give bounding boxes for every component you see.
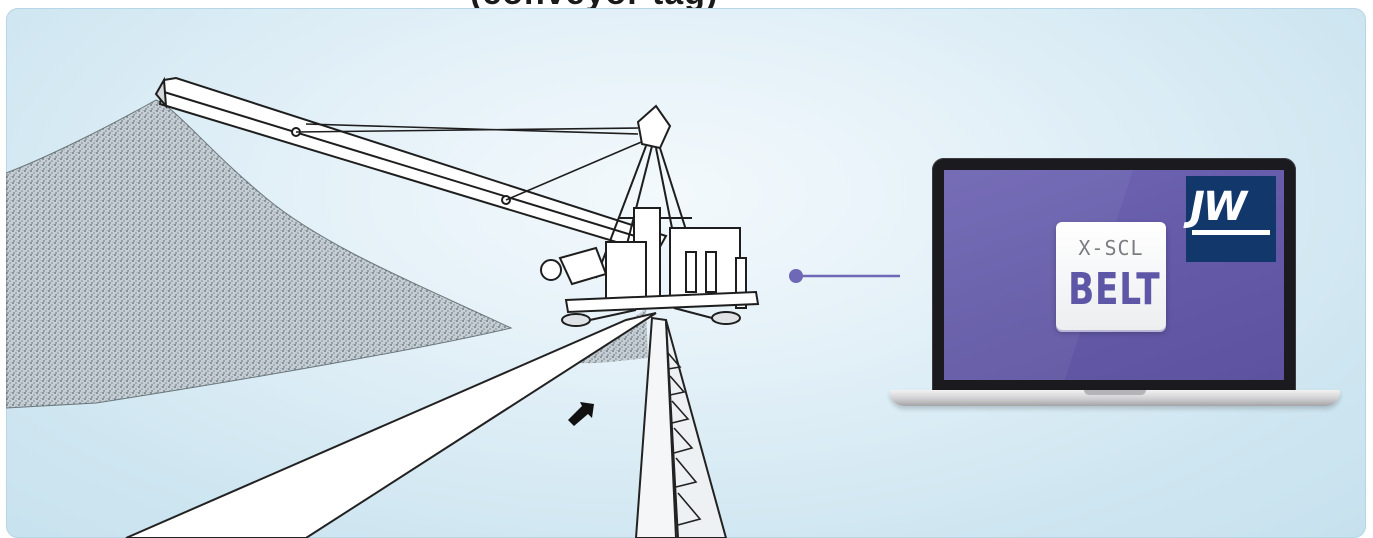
jw-logo-bar — [1192, 230, 1270, 235]
gravel-stockpile — [6, 100, 511, 408]
laptop: X-SCL BELT JW — [890, 158, 1340, 418]
laptop-screen: X-SCL BELT JW — [944, 170, 1284, 380]
jw-logo-text: JW — [1190, 184, 1276, 230]
jw-logo: JW — [1186, 176, 1276, 262]
app-tile-line2: BELT — [1068, 264, 1154, 315]
link-connector — [789, 269, 900, 283]
arrow-icon — [566, 400, 602, 428]
laptop-notch — [1084, 390, 1146, 395]
laptop-screen-bezel: X-SCL BELT JW — [932, 158, 1296, 392]
illustration-panel: X-SCL BELT JW — [6, 8, 1366, 538]
app-tile-line1: X-SCL — [1056, 236, 1166, 260]
laptop-base — [890, 390, 1340, 406]
app-icon-tile[interactable]: X-SCL BELT — [1056, 222, 1166, 330]
